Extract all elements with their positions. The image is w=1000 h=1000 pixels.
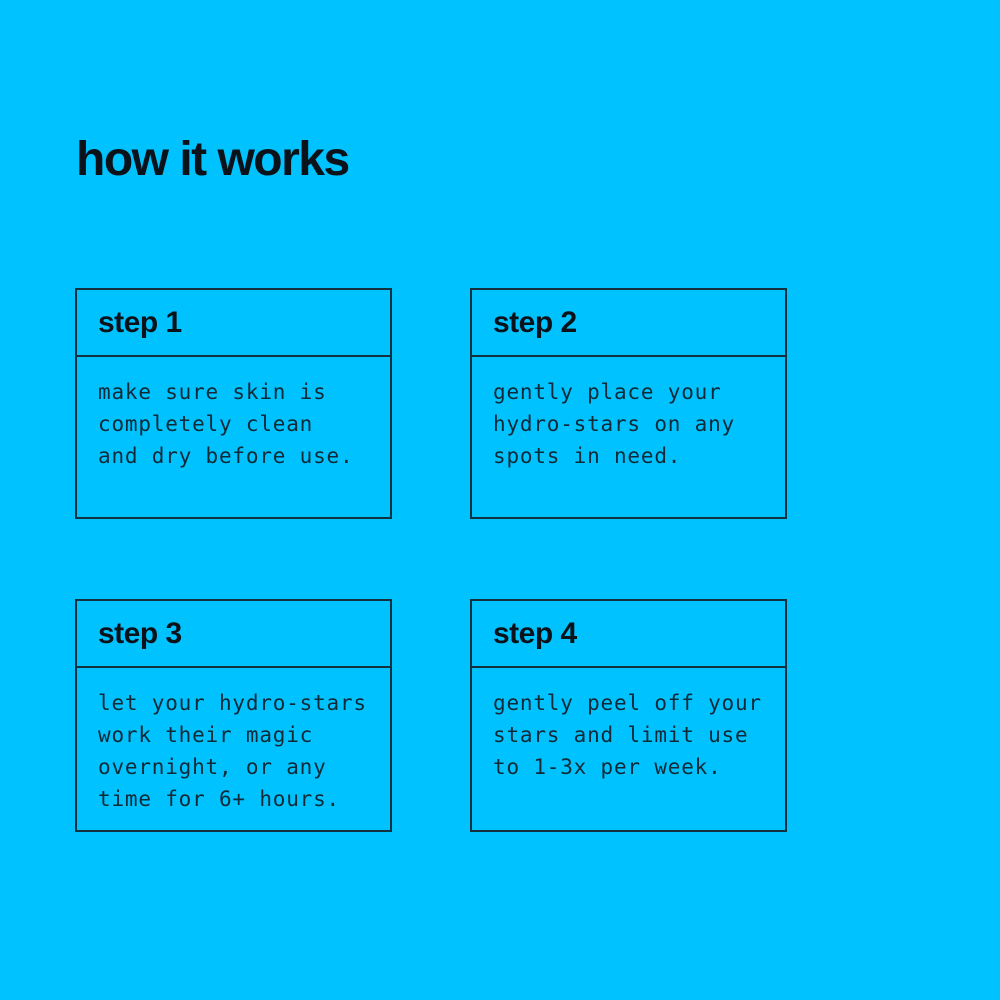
- step-card-4: step 4 gently peel off your stars and li…: [470, 599, 787, 832]
- steps-grid: step 1 make sure skin is completely clea…: [75, 288, 787, 832]
- step-card-1: step 1 make sure skin is completely clea…: [75, 288, 392, 519]
- step-1-label: step 1: [98, 305, 182, 339]
- step-card-3: step 3 let your hydro-stars work their m…: [75, 599, 392, 832]
- step-card-2: step 2 gently place your hydro-stars on …: [470, 288, 787, 519]
- step-4-body: gently peel off your stars and limit use…: [493, 691, 762, 779]
- step-card-3-header: step 3: [77, 601, 390, 668]
- step-3-label: step 3: [98, 616, 182, 650]
- step-1-body: make sure skin is completely clean and d…: [98, 380, 354, 468]
- step-card-4-header: step 4: [472, 601, 785, 668]
- step-2-label: step 2: [493, 305, 577, 339]
- step-4-label: step 4: [493, 616, 577, 650]
- step-3-body: let your hydro-stars work their magic ov…: [98, 691, 367, 811]
- step-card-1-header: step 1: [77, 290, 390, 357]
- step-2-body: gently place your hydro-stars on any spo…: [493, 380, 735, 468]
- step-card-2-header: step 2: [472, 290, 785, 357]
- page-title: how it works: [76, 133, 350, 187]
